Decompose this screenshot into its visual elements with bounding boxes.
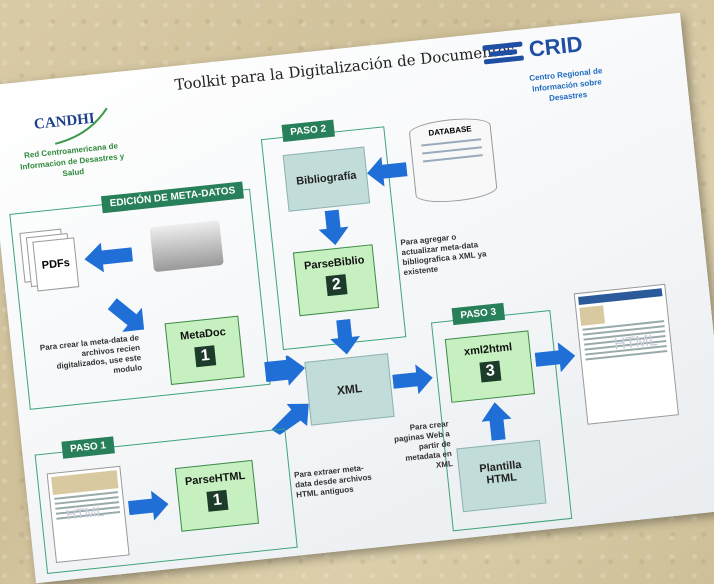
parsehtml-label: ParseHTML — [184, 469, 246, 489]
parsebiblio-label: ParseBiblio — [303, 254, 365, 273]
arrow-html-to-parsehtml-icon — [127, 490, 169, 521]
arrow-xml2html-to-output-icon — [534, 342, 576, 373]
xml-box[interactable]: XML — [304, 353, 395, 426]
xml2html-label: xml2html — [463, 341, 513, 359]
metadoc-step-number: 1 — [194, 345, 217, 368]
pdfs-label: PDFs — [32, 237, 80, 292]
xml2html-tool[interactable]: xml2html 3 — [444, 330, 536, 403]
scanner-icon — [149, 220, 224, 273]
html-thumb-watermark: HTML — [65, 502, 105, 523]
metadoc-tool[interactable]: MetaDoc 1 — [164, 315, 245, 386]
arrow-metadoc-to-xml-icon — [264, 353, 306, 386]
plantilla-html-box[interactable]: Plantilla HTML — [456, 439, 547, 513]
arrow-xml-to-xml2html-icon — [392, 364, 433, 395]
database-label: DATABASE — [428, 124, 473, 138]
arrow-plantilla-to-xml2html-icon — [481, 402, 512, 441]
toolkit-poster: Toolkit para la Digitalización de Docume… — [0, 12, 714, 584]
arrow-bib-to-parsebiblio-icon — [318, 209, 349, 246]
pdf-stack-icon: PDFs — [19, 227, 85, 293]
candhi-swoosh-icon — [54, 107, 108, 145]
crid-emblem-icon — [482, 39, 525, 67]
parsehtml-step-number: 1 — [206, 489, 229, 512]
crid-subtitle: Centro Regional de Información sobre Des… — [528, 66, 603, 103]
html-page-thumbnail: HTML — [46, 465, 130, 564]
arrow-scanner-to-pdfs-icon — [84, 242, 133, 273]
parsebiblio-step-number: 2 — [325, 274, 348, 297]
paso2-note: Para agregar o actualizar meta-data bibl… — [399, 232, 487, 278]
parsebiblio-tool[interactable]: ParseBiblio 2 — [292, 244, 380, 317]
parsehtml-tool[interactable]: ParseHTML 1 — [174, 459, 260, 532]
metadoc-label: MetaDoc — [179, 326, 227, 343]
arrow-db-to-bib-icon — [367, 156, 408, 187]
candhi-subtitle: Red Centroamericana de Informacion de De… — [19, 141, 125, 179]
poster-title: Toolkit para la Digitalización de Docume… — [173, 40, 516, 94]
crid-logo: CRID — [527, 31, 584, 62]
arrow-parsehtml-to-xml-icon — [271, 403, 309, 435]
arrow-to-metadoc-icon — [107, 298, 145, 332]
arrow-parsebiblio-to-xml-icon — [330, 318, 360, 355]
bibliografia-box[interactable]: Bibliografía — [282, 146, 371, 212]
output-webpage-thumbnail: HTML — [573, 283, 679, 425]
plantilla-label: Plantilla HTML — [478, 458, 523, 487]
xml2html-step-number: 3 — [479, 360, 502, 383]
paso1-note: Para extraer meta-data desde archivos HT… — [293, 463, 373, 500]
paso3-note: Para crear paginas Web a partir de metad… — [393, 419, 454, 470]
database-icon: DATABASE — [408, 115, 499, 206]
